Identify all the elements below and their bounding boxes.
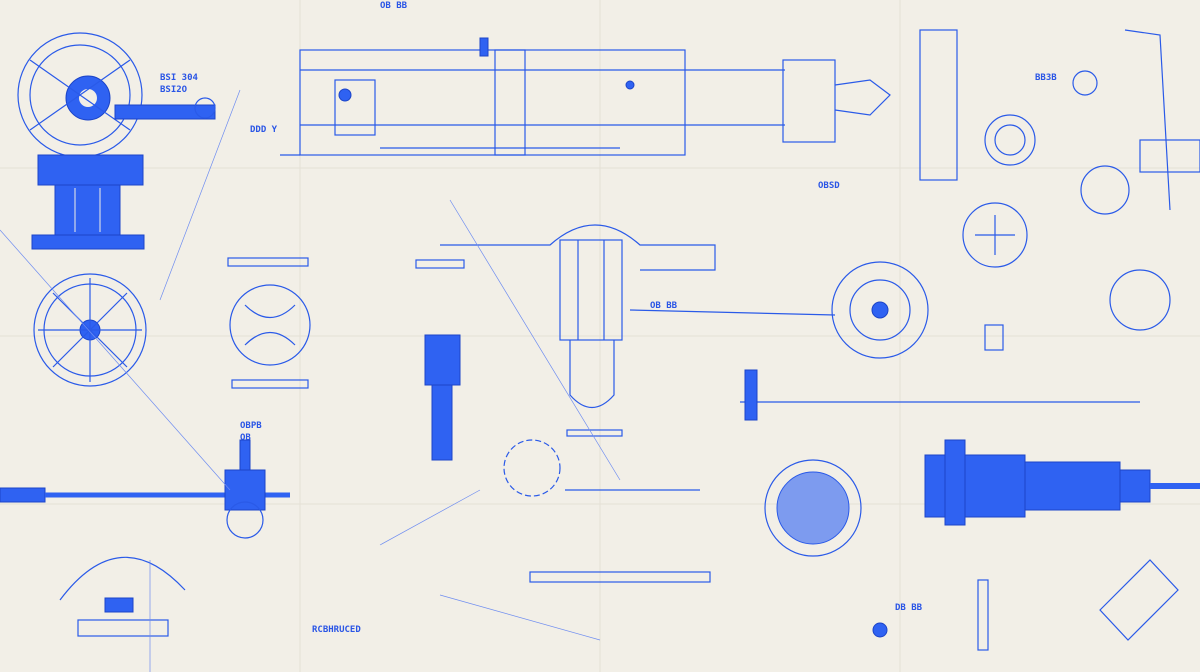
label: OBPB	[240, 421, 262, 431]
label: BB3B	[1035, 73, 1057, 83]
label: OB BB	[380, 1, 408, 11]
blue-column	[31, 154, 145, 250]
hatched-disc	[529, 459, 862, 583]
label: OBSD	[818, 181, 840, 191]
right-round-valve	[740, 261, 1140, 421]
central-manifold	[415, 224, 836, 497]
label: BSI 304	[160, 73, 199, 83]
left-spoked-wheel	[33, 273, 147, 387]
label: DDD Y	[250, 125, 278, 135]
bottom-left-shaft	[0, 439, 290, 672]
right-top-mechanism	[962, 29, 1200, 331]
top-pipe-assembly	[280, 29, 958, 181]
label: RCBHRUCED	[312, 625, 361, 635]
label: OB	[240, 433, 251, 443]
label: DB BB	[895, 603, 923, 613]
construction-lines	[0, 89, 621, 641]
outline-wheel	[227, 257, 311, 389]
label: OB BB	[650, 301, 678, 311]
top-left-wheel	[17, 32, 216, 158]
blue-cylinder	[872, 439, 1200, 651]
label: BSI2O	[160, 85, 188, 95]
